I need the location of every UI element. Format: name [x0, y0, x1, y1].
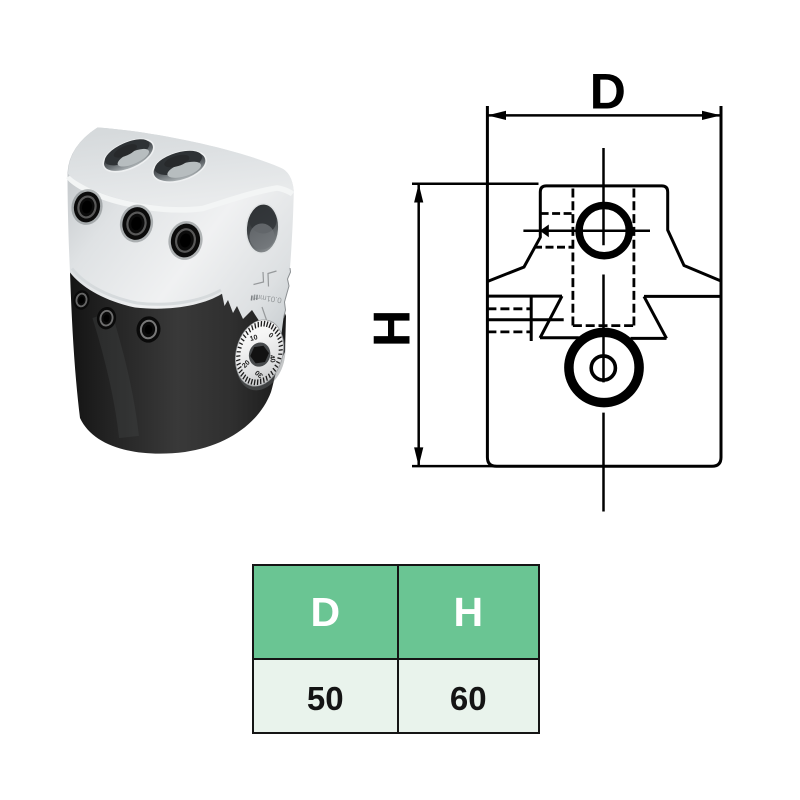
svg-text:H: H [364, 310, 422, 348]
svg-text:30: 30 [254, 368, 265, 378]
svg-text:D: D [590, 64, 626, 120]
svg-text:20: 20 [241, 359, 252, 370]
svg-text:0: 0 [267, 332, 275, 340]
svg-text:10: 10 [249, 334, 258, 343]
svg-text:40: 40 [268, 354, 276, 363]
svg-text:0.01mm: 0.01mm [253, 292, 282, 305]
